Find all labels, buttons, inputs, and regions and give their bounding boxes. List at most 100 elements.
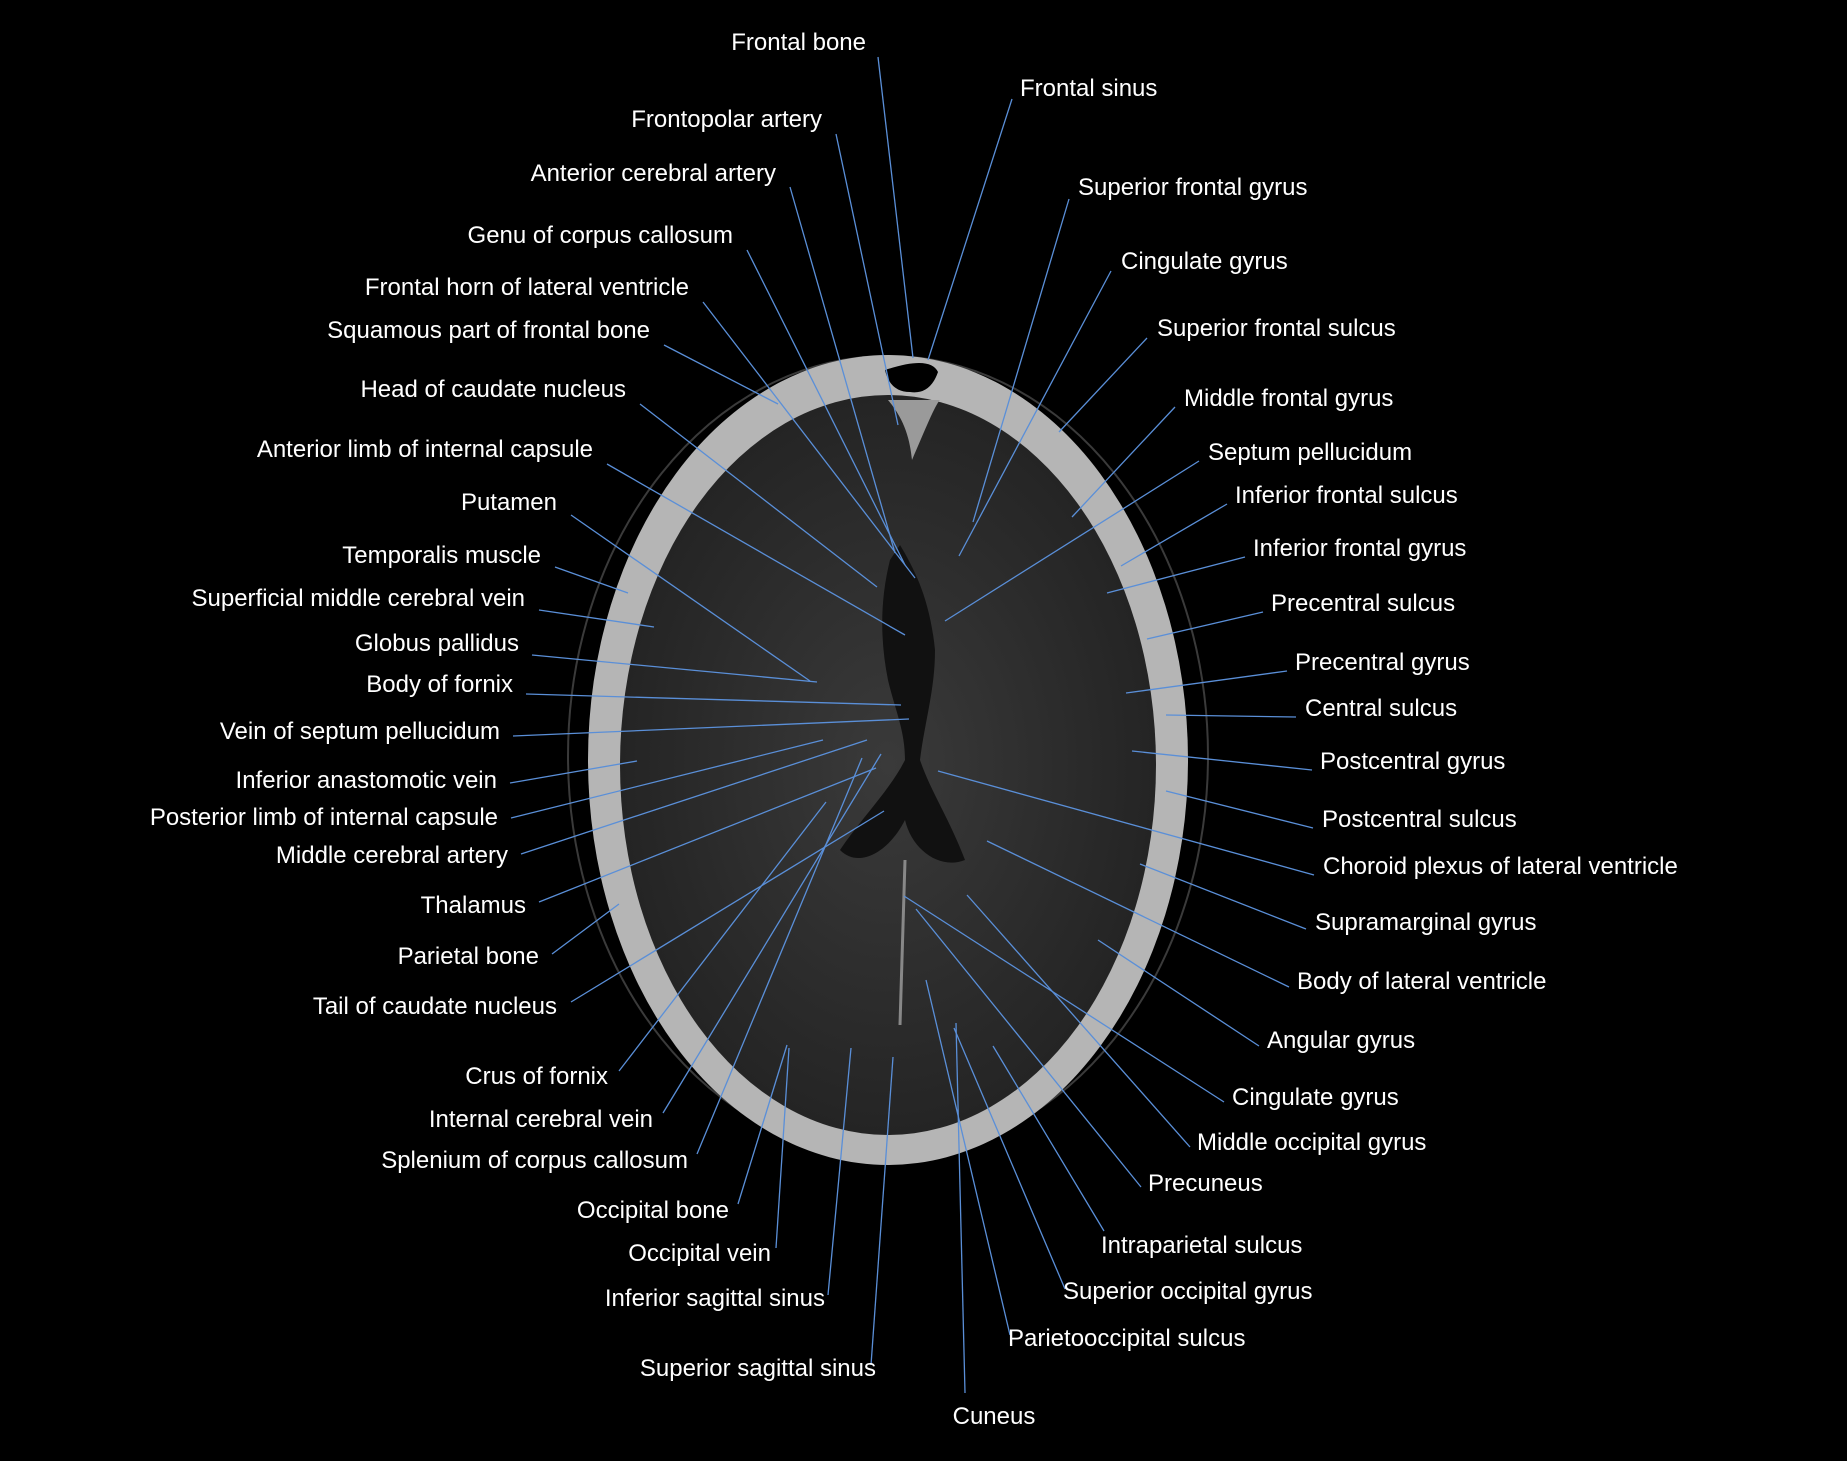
leader-frontal-bone (877, 56, 914, 359)
label-frontal-bone: Frontal bone (731, 29, 866, 56)
leader-intraparietal-sulcus (992, 1045, 1105, 1232)
label-head-of-caudate-nucleus: Head of caudate nucleus (360, 376, 626, 403)
leader-superficial-middle-cerebral-vein (538, 609, 655, 628)
label-middle-cerebral-artery: Middle cerebral artery (276, 842, 508, 869)
lateral-ventricles (840, 545, 965, 863)
label-body-of-lateral-ventricle: Body of lateral ventricle (1297, 968, 1546, 995)
leader-head-of-caudate-nucleus (639, 403, 878, 588)
label-inferior-sagittal-sinus: Inferior sagittal sinus (605, 1285, 825, 1312)
label-angular-gyrus: Angular gyrus (1267, 1027, 1415, 1054)
label-precentral-sulcus: Precentral sulcus (1271, 590, 1455, 617)
leader-inferior-sagittal-sinus (827, 1047, 852, 1296)
leader-posterior-limb-of-internal-capsule (510, 739, 824, 819)
label-anterior-limb-of-internal-capsule: Anterior limb of internal capsule (257, 436, 593, 463)
leader-angular-gyrus (1097, 939, 1260, 1047)
label-central-sulcus: Central sulcus (1305, 695, 1457, 722)
leader-internal-cerebral-vein (662, 753, 882, 1114)
leader-septum-pellucidum (944, 460, 1200, 622)
leader-choroid-plexus-of-lateral-ventricle (937, 770, 1315, 876)
leader-superior-occipital-gyrus (953, 1027, 1066, 1290)
leader-precentral-gyrus (1125, 670, 1288, 694)
label-body-of-fornix: Body of fornix (366, 671, 513, 698)
leader-postcentral-sulcus (1165, 790, 1314, 829)
label-internal-cerebral-vein: Internal cerebral vein (429, 1106, 653, 1133)
leader-cingulate-gyrus (958, 270, 1112, 557)
label-inferior-frontal-sulcus: Inferior frontal sulcus (1235, 482, 1458, 509)
leader-superior-frontal-sulcus (1058, 337, 1148, 433)
label-cuneus: Cuneus (953, 1403, 1036, 1430)
label-globus-pallidus: Globus pallidus (355, 630, 519, 657)
leader-inferior-anastomotic-vein (509, 760, 638, 784)
leader-anterior-cerebral-artery (789, 186, 896, 554)
frontal-sinus (885, 362, 938, 393)
label-squamous-part-of-frontal-bone: Squamous part of frontal bone (327, 317, 650, 344)
label-occipital-bone: Occipital bone (577, 1197, 729, 1224)
label-anterior-cerebral-artery: Anterior cerebral artery (531, 160, 776, 187)
leader-superior-sagittal-sinus (870, 1056, 894, 1366)
leader-parietooccipital-sulcus (925, 979, 1011, 1336)
label-middle-frontal-gyrus: Middle frontal gyrus (1184, 385, 1393, 412)
label-cingulate-gyrus: Cingulate gyrus (1121, 248, 1288, 275)
label-occipital-vein: Occipital vein (628, 1240, 771, 1267)
leader-squamous-part-of-frontal-bone (663, 344, 779, 405)
label-superficial-middle-cerebral-vein: Superficial middle cerebral vein (192, 585, 526, 612)
label-cingulate-gyrus: Cingulate gyrus (1232, 1084, 1399, 1111)
leader-body-of-lateral-ventricle (986, 840, 1290, 988)
leader-lines (509, 56, 1315, 1394)
leader-occipital-bone (737, 1044, 788, 1205)
label-precentral-gyrus: Precentral gyrus (1295, 649, 1470, 676)
leader-supramarginal-gyrus (1139, 863, 1307, 930)
label-vein-of-septum-pellucidum: Vein of septum pellucidum (220, 718, 500, 745)
midline-posterior (898, 859, 907, 1026)
leader-splenium-of-corpus-callosum (696, 757, 863, 1155)
brain (620, 395, 1156, 1135)
label-thalamus: Thalamus (421, 892, 526, 919)
label-superior-frontal-sulcus: Superior frontal sulcus (1157, 315, 1396, 342)
label-intraparietal-sulcus: Intraparietal sulcus (1101, 1232, 1302, 1259)
leader-anterior-limb-of-internal-capsule (606, 463, 906, 636)
label-frontopolar-artery: Frontopolar artery (631, 106, 822, 133)
leader-vein-of-septum-pellucidum (512, 718, 910, 737)
label-posterior-limb-of-internal-capsule: Posterior limb of internal capsule (150, 804, 498, 831)
label-precuneus: Precuneus (1148, 1170, 1263, 1197)
leader-thalamus (538, 767, 877, 903)
leader-postcentral-gyrus (1131, 750, 1313, 771)
leader-frontal-sinus (927, 98, 1013, 361)
label-splenium-of-corpus-callosum: Splenium of corpus callosum (381, 1147, 688, 1174)
label-putamen: Putamen (461, 489, 557, 516)
leader-frontal-horn-of-lateral-ventricle (702, 301, 916, 579)
label-postcentral-sulcus: Postcentral sulcus (1322, 806, 1517, 833)
leader-inferior-frontal-gyrus (1106, 556, 1246, 594)
label-parietooccipital-sulcus: Parietooccipital sulcus (1008, 1325, 1245, 1352)
label-genu-of-corpus-callosum: Genu of corpus callosum (468, 222, 733, 249)
label-tail-of-caudate-nucleus: Tail of caudate nucleus (313, 993, 557, 1020)
label-superior-frontal-gyrus: Superior frontal gyrus (1078, 174, 1307, 201)
leader-middle-frontal-gyrus (1071, 406, 1176, 518)
leader-temporalis-muscle (554, 566, 629, 594)
leader-middle-cerebral-artery (520, 739, 868, 855)
leader-tail-of-caudate-nucleus (570, 810, 885, 1003)
label-septum-pellucidum: Septum pellucidum (1208, 439, 1412, 466)
leader-globus-pallidus (531, 654, 818, 683)
leader-genu-of-corpus-callosum (746, 249, 906, 566)
label-middle-occipital-gyrus: Middle occipital gyrus (1197, 1129, 1426, 1156)
leader-precentral-sulcus (1146, 611, 1264, 640)
label-postcentral-gyrus: Postcentral gyrus (1320, 748, 1505, 775)
label-parietal-bone: Parietal bone (398, 943, 539, 970)
leader-precuneus (915, 908, 1142, 1188)
label-crus-of-fornix: Crus of fornix (465, 1063, 608, 1090)
leader-body-of-fornix (525, 693, 902, 706)
label-inferior-frontal-gyrus: Inferior frontal gyrus (1253, 535, 1466, 562)
leader-putamen (570, 514, 811, 682)
leader-parietal-bone (551, 903, 620, 955)
label-inferior-anastomotic-vein: Inferior anastomotic vein (236, 767, 497, 794)
leader-central-sulcus (1165, 714, 1297, 718)
label-superior-occipital-gyrus: Superior occipital gyrus (1063, 1278, 1312, 1305)
label-frontal-sinus: Frontal sinus (1020, 75, 1157, 102)
leader-frontopolar-artery (835, 133, 899, 426)
label-frontal-horn-of-lateral-ventricle: Frontal horn of lateral ventricle (365, 274, 689, 301)
leader-superior-frontal-gyrus (972, 198, 1070, 523)
falx-anterior (888, 400, 940, 460)
